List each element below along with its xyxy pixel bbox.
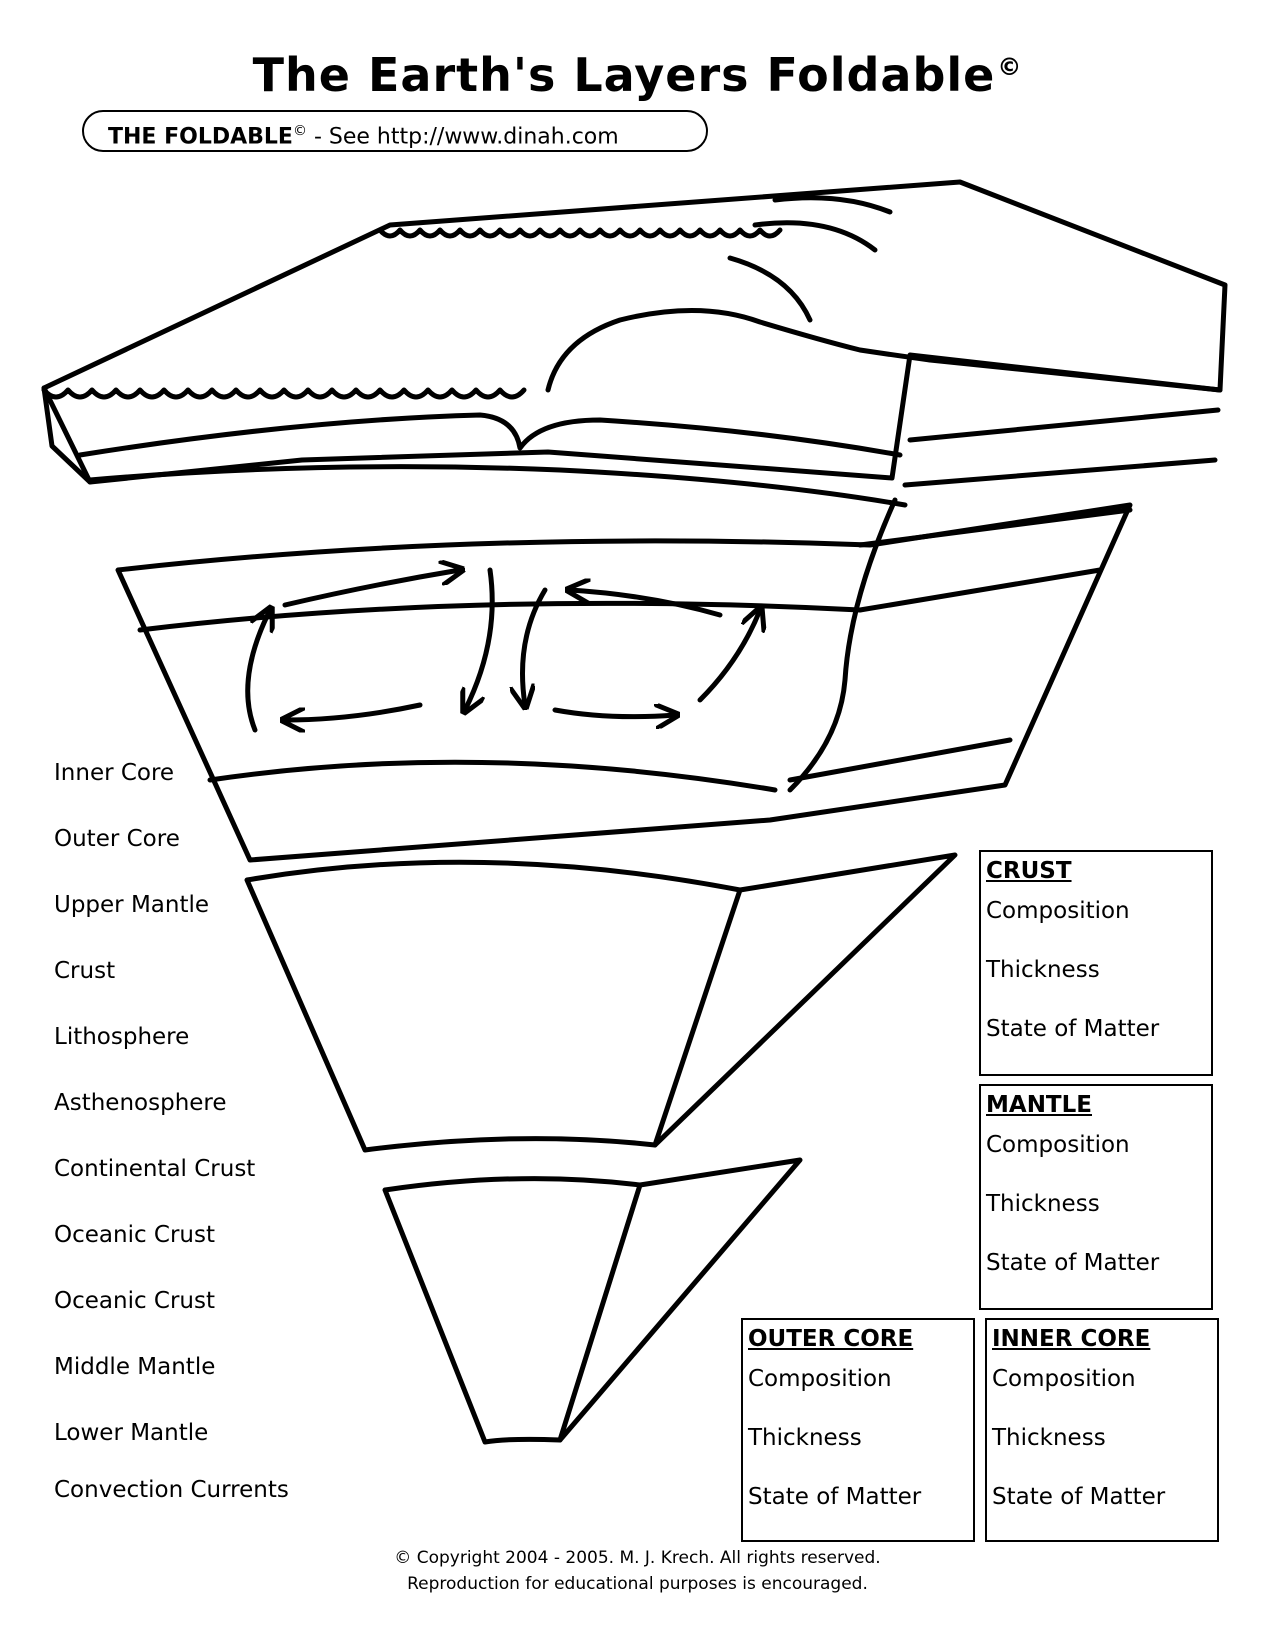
convection-arrow-bottom-right bbox=[552, 710, 675, 717]
foldable-label: THE FOLDABLE bbox=[108, 124, 293, 150]
word-bank-item: Crust bbox=[54, 958, 116, 984]
crust-top-surface-edge bbox=[41, 385, 93, 485]
right-face-edge bbox=[927, 357, 1223, 393]
word-bank-item: Upper Mantle bbox=[54, 892, 210, 918]
convection-arrow-up-right bbox=[697, 610, 760, 703]
copyright-line-2: Reproduction for educational purposes is… bbox=[407, 1574, 868, 1594]
word-bank-item: Oceanic Crust bbox=[54, 1288, 216, 1314]
right-face-layer-2 bbox=[902, 457, 1218, 488]
ocean-wave-line-front bbox=[41, 387, 527, 400]
convection-arrow-down-right bbox=[523, 587, 548, 705]
outer-core-composition-label: Composition bbox=[748, 1366, 892, 1392]
word-bank-item: Middle Mantle bbox=[54, 1354, 216, 1380]
mantle-box-heading: MANTLE bbox=[986, 1092, 1092, 1118]
word-bank-item: Inner Core bbox=[54, 760, 175, 786]
word-bank-item: Outer Core bbox=[54, 826, 180, 852]
word-bank-item: Convection Currents bbox=[54, 1477, 289, 1503]
mantle-state-label: State of Matter bbox=[986, 1250, 1160, 1276]
copyright-line-1: © Copyright 2004 - 2005. M. J. Krech. Al… bbox=[394, 1548, 881, 1568]
outer-core-block-outline bbox=[244, 852, 958, 1153]
mantle-composition-label: Composition bbox=[986, 1132, 1130, 1158]
crust-composition-label: Composition bbox=[986, 898, 1130, 924]
title-copyright-mark: © bbox=[997, 52, 1023, 81]
mountain-ridge-3 bbox=[727, 255, 813, 323]
mantle-info-box: MANTLE Composition Thickness State of Ma… bbox=[979, 1084, 1213, 1310]
mantle-block-outline bbox=[115, 502, 1133, 863]
crust-state-label: State of Matter bbox=[986, 1016, 1160, 1042]
crust-info-box: CRUST Composition Thickness State of Mat… bbox=[979, 850, 1213, 1076]
outer-core-info-box: OUTER CORE Composition Thickness State o… bbox=[741, 1318, 975, 1542]
foldable-copyright-mark: © bbox=[292, 123, 307, 139]
convection-arrow-top-left bbox=[282, 570, 460, 608]
word-bank-item: Asthenosphere bbox=[54, 1090, 227, 1116]
outer-core-state-label: State of Matter bbox=[748, 1484, 922, 1510]
page-title: The Earth's Layers Foldable© bbox=[0, 48, 1275, 102]
page-title-text: The Earth's Layers Foldable bbox=[252, 48, 996, 102]
word-bank-item: Oceanic Crust bbox=[54, 1222, 216, 1248]
lithosphere-line bbox=[87, 464, 908, 508]
word-bank-item: Continental Crust bbox=[54, 1156, 256, 1182]
mantle-right-layer-2 bbox=[857, 567, 1103, 613]
outer-core-fold-line bbox=[652, 887, 743, 1148]
oceanic-crust-line bbox=[77, 412, 903, 458]
inner-core-box-heading: INNER CORE bbox=[992, 1326, 1151, 1352]
word-bank-item: Lithosphere bbox=[54, 1024, 190, 1050]
mountain-ridge-2 bbox=[752, 220, 878, 253]
convection-arrow-down-left bbox=[465, 567, 495, 710]
convection-arrow-bottom-left bbox=[285, 702, 423, 720]
crust-thickness-label: Thickness bbox=[986, 957, 1100, 983]
outer-core-thickness-label: Thickness bbox=[748, 1425, 862, 1451]
inner-core-fold-line bbox=[557, 1182, 643, 1443]
crust-box-heading: CRUST bbox=[986, 858, 1072, 884]
mountain-ridge-1 bbox=[772, 195, 893, 215]
convection-arrow-top-right bbox=[570, 590, 723, 618]
inner-core-composition-label: Composition bbox=[992, 1366, 1136, 1392]
mantle-right-divider bbox=[787, 497, 898, 793]
inner-core-thickness-label: Thickness bbox=[992, 1425, 1106, 1451]
mantle-thickness-label: Thickness bbox=[986, 1191, 1100, 1217]
ocean-wave-line-top bbox=[377, 227, 783, 239]
inner-core-info-box: INNER CORE Composition Thickness State o… bbox=[985, 1318, 1219, 1542]
word-bank-item: Lower Mantle bbox=[54, 1420, 209, 1446]
mantle-right-layer-3 bbox=[787, 737, 1013, 783]
mantle-right-layer-1 bbox=[857, 507, 1133, 548]
continent-outline bbox=[545, 307, 933, 393]
foldable-reference-pill: THE FOLDABLE© - See http://www.dinah.com bbox=[82, 110, 708, 152]
foldable-url-text: - See http://www.dinah.com bbox=[306, 124, 619, 150]
mantle-front-bottom bbox=[207, 759, 778, 793]
inner-core-state-label: State of Matter bbox=[992, 1484, 1166, 1510]
convection-arrow-up-left bbox=[245, 610, 270, 733]
right-face-layer-1 bbox=[907, 407, 1221, 443]
inner-core-block-outline bbox=[382, 1157, 803, 1445]
outer-core-box-heading: OUTER CORE bbox=[748, 1326, 914, 1352]
